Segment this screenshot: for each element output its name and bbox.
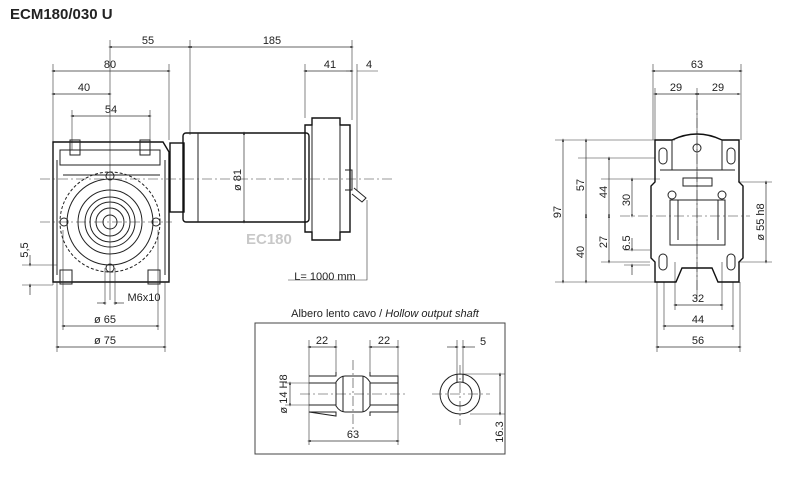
dim-80: 80 (104, 59, 116, 71)
dim-27: 27 (598, 236, 610, 248)
dim-40-vertical: 40 (575, 246, 587, 258)
hollow-shaft-detail: Albero lento cavo / Hollow output shaft … (254, 308, 506, 455)
drawing-title: ECM180/030 U (10, 6, 113, 23)
shaft-caption: Albero lento cavo / Hollow output shaft (291, 308, 480, 320)
dim-44-vertical: 44 (598, 186, 610, 198)
dim-16-3: 16.3 (494, 421, 506, 442)
dim-22-left: 22 (316, 335, 328, 347)
dim-diameter-75: ø 75 (94, 335, 116, 347)
dim-diameter-65: ø 65 (94, 314, 116, 326)
motor-label: EC180 (246, 231, 292, 248)
dim-22-right: 22 (378, 335, 390, 347)
side-view: 63 29 29 97 57 40 44 27 30 6.5 ø 55 h8 3… (552, 59, 772, 352)
dim-63-shaft: 63 (347, 429, 359, 441)
dim-6-5: 6.5 (621, 235, 633, 250)
dim-diameter-55-h8: ø 55 h8 (755, 203, 767, 240)
dim-5-keyway: 5 (480, 336, 486, 348)
dim-4: 4 (366, 59, 372, 71)
dim-56: 56 (692, 335, 704, 347)
dim-41: 41 (324, 59, 336, 71)
dim-54: 54 (105, 104, 117, 116)
front-view: 55 185 80 40 54 41 4 ø 81 EC180 L= 1000 … (19, 35, 392, 352)
thread-m6x10: M6x10 (127, 292, 160, 304)
cable-length: L= 1000 mm (294, 271, 355, 283)
dim-diameter-14-h8: ø 14 H8 (278, 374, 290, 413)
dim-44-horizontal: 44 (692, 314, 704, 326)
dim-32: 32 (692, 293, 704, 305)
dim-55: 55 (142, 35, 154, 47)
dim-97: 97 (552, 206, 564, 218)
dim-63: 63 (691, 59, 703, 71)
dim-40: 40 (78, 82, 90, 94)
dim-30: 30 (621, 194, 633, 206)
dim-5-5: 5,5 (19, 242, 31, 257)
dim-185: 185 (263, 35, 281, 47)
dim-29-left: 29 (670, 82, 682, 94)
dim-29-right: 29 (712, 82, 724, 94)
dim-diameter-81: ø 81 (232, 169, 244, 191)
dim-57: 57 (575, 179, 587, 191)
